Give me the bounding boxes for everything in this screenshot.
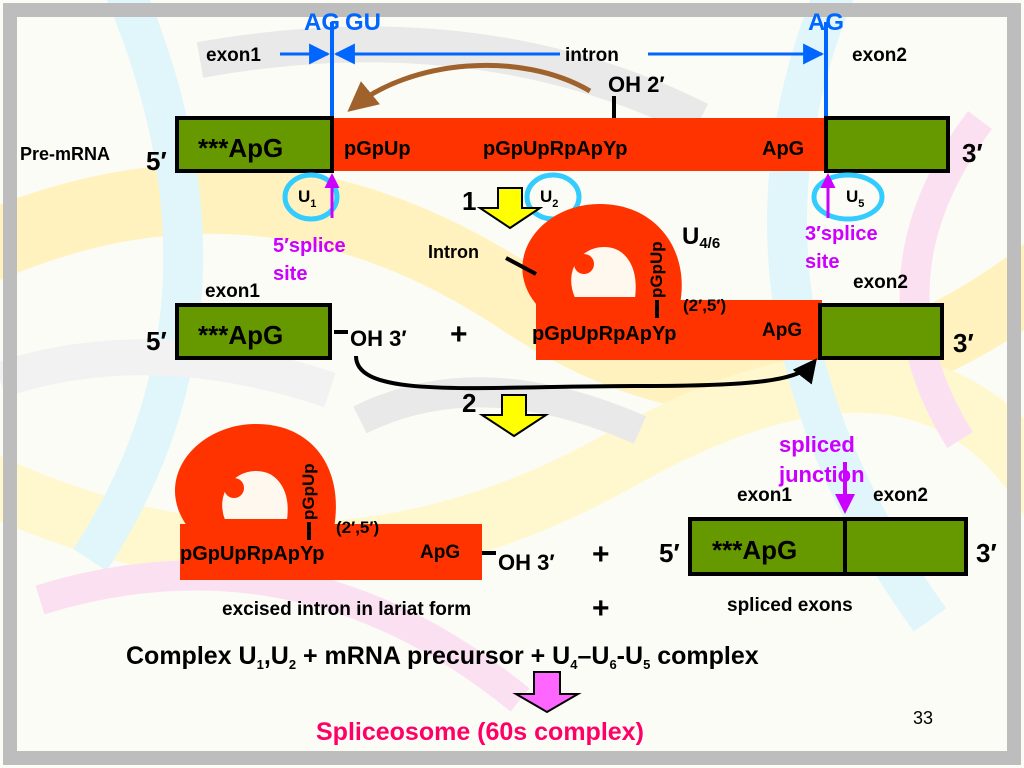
step1-exon2 bbox=[818, 303, 944, 360]
five-prime-splice-site-line2: site bbox=[273, 263, 307, 285]
u5-snrnp-ring bbox=[811, 172, 885, 222]
top-intron-label: intron bbox=[565, 45, 619, 66]
excised-oh3: OH 3′ bbox=[498, 550, 555, 575]
spliced-caption: spliced exons bbox=[727, 595, 853, 616]
three-prime-splice-site-line2: site bbox=[805, 251, 839, 273]
spliced-5prime: 5′ bbox=[659, 538, 680, 568]
step1-intron-pointer bbox=[505, 256, 537, 276]
step2-arrow bbox=[478, 394, 550, 438]
step1-number: 1 bbox=[462, 186, 476, 216]
excised-lariat-link: (2′,5′) bbox=[336, 518, 379, 537]
excised-lariat-branch: pGpUp bbox=[299, 463, 318, 520]
u1-label: U1 bbox=[298, 187, 316, 210]
step1-oh3: OH 3′ bbox=[350, 326, 407, 351]
premrna-intron-seq-left: pGpUp bbox=[344, 138, 411, 160]
excised-lariat bbox=[174, 424, 482, 580]
spliced-seq: ***ApG bbox=[712, 535, 797, 565]
spliced-junction-line1: spliced bbox=[779, 432, 855, 457]
premrna-exon2 bbox=[824, 116, 950, 173]
spliced-junction-line2: junction bbox=[778, 462, 865, 487]
step1-exon2-label: exon2 bbox=[853, 272, 908, 293]
step1-arrow bbox=[476, 187, 544, 230]
u46-label: U4/6 bbox=[682, 223, 720, 252]
premrna-intron-seq-right: ApG bbox=[762, 138, 804, 160]
ag-left-label: AG bbox=[304, 9, 340, 36]
spliced-3prime: 3′ bbox=[976, 538, 997, 568]
step1-exon1-seq: ***ApG bbox=[198, 320, 283, 350]
step1-lariat-link: (2′,5′) bbox=[683, 296, 726, 315]
oh-2prime-label: OH 2′ bbox=[608, 72, 665, 97]
ligation-arrow bbox=[354, 355, 817, 391]
excised-apg: ApG bbox=[420, 542, 460, 563]
step1-lariat-seq: pGpUpRpApYp bbox=[532, 323, 676, 345]
nucleophilic-attack-arrow bbox=[347, 62, 592, 112]
three-prime-splice-site-line1: 3′splice bbox=[805, 223, 878, 245]
excised-caption: excised intron in lariat form bbox=[222, 599, 471, 620]
step1-plus: + bbox=[450, 318, 468, 351]
premrna-3prime: 3′ bbox=[962, 138, 983, 168]
premrna-intron bbox=[334, 118, 826, 171]
slide-frame bbox=[3, 3, 1021, 765]
step2-number: 2 bbox=[462, 388, 476, 418]
spliced-exon2-label: exon2 bbox=[873, 485, 928, 506]
step2-plus-2: + bbox=[592, 592, 610, 625]
gu-label: GU bbox=[345, 9, 381, 36]
premrna-label: Pre-mRNA bbox=[20, 144, 110, 164]
step1-apg: ApG bbox=[762, 320, 802, 341]
excised-lariat-seq: pGpUpRpApYp bbox=[180, 543, 324, 565]
spliced-exon1-label: exon1 bbox=[737, 485, 792, 506]
step1-intron-label: Intron bbox=[428, 242, 479, 262]
spliced-exons-bar bbox=[688, 517, 968, 576]
spliceosome-label: Spliceosome (60s complex) bbox=[316, 718, 644, 746]
step1-3prime: 3′ bbox=[953, 328, 974, 358]
step1-lariat bbox=[522, 204, 822, 360]
complex-line: Complex U1,U2 + mRNA precursor + U4–U6-U… bbox=[126, 642, 759, 672]
u1-snrnp-ring bbox=[282, 172, 340, 222]
step1-exon1-label: exon1 bbox=[205, 281, 260, 302]
spliceosome-arrow bbox=[512, 671, 582, 714]
top-exon2-label: exon2 bbox=[852, 45, 907, 66]
top-exon1-label: exon1 bbox=[206, 45, 261, 66]
step1-5prime: 5′ bbox=[146, 326, 167, 356]
premrna-exon1-seq: ***ApG bbox=[198, 133, 283, 163]
premrna-5prime: 5′ bbox=[146, 146, 167, 176]
five-prime-splice-site-line1: 5′splice bbox=[273, 235, 346, 257]
step1-exon1 bbox=[175, 303, 332, 360]
step2-plus-1: + bbox=[592, 538, 610, 571]
page-number: 33 bbox=[913, 708, 933, 728]
premrna-exon1 bbox=[175, 116, 334, 173]
u2-label: U2 bbox=[540, 187, 558, 210]
u5-label: U5 bbox=[846, 187, 864, 210]
step1-lariat-branch: pGpUp bbox=[647, 241, 666, 298]
premrna-intron-seq-mid: pGpUpRpApYp bbox=[483, 138, 627, 160]
